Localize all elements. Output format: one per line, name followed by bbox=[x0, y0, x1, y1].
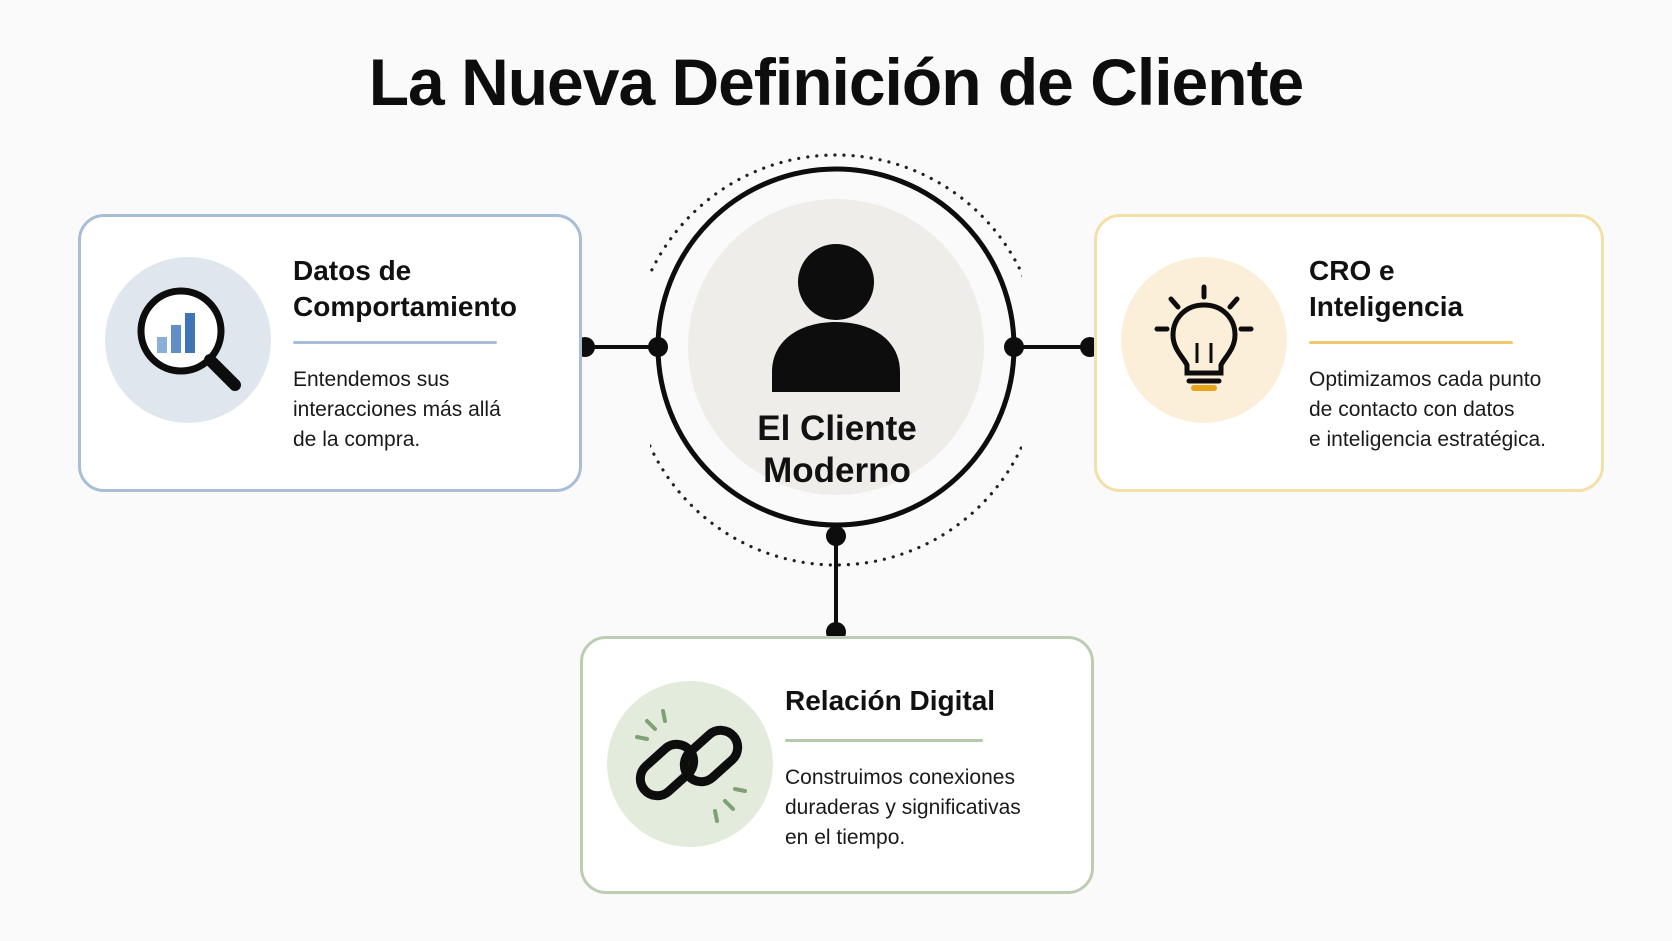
card-desc-line1: Construimos conexiones bbox=[785, 766, 1015, 789]
card-desc-line3: e inteligencia estratégica. bbox=[1309, 428, 1546, 451]
connector-right-dot-inner bbox=[1004, 337, 1024, 357]
card-title-line1: CRO e bbox=[1309, 255, 1395, 286]
connector-left-dot-inner bbox=[648, 337, 668, 357]
card-desc-line3: de la compra. bbox=[293, 428, 421, 451]
card-title-line2: Inteligencia bbox=[1309, 291, 1464, 322]
card-desc-line1: Entendemos sus bbox=[293, 368, 450, 391]
magnifier-chart-icon bbox=[137, 287, 241, 391]
center-label: El Cliente Moderno bbox=[702, 408, 972, 492]
connector-bottom-dot-inner bbox=[826, 526, 846, 546]
card-desc-line2: duraderas y significativas bbox=[785, 796, 1021, 819]
card-divider bbox=[293, 341, 497, 344]
card-divider bbox=[1309, 341, 1513, 344]
page-title: La Nueva Definición de Cliente bbox=[368, 45, 1305, 119]
icon-badge-digital bbox=[607, 681, 773, 847]
card-desc-digital: Construimos conexiones duraderas y signi… bbox=[785, 763, 1075, 853]
link-icon bbox=[635, 709, 747, 823]
card-cro-intelligence: CRO e Inteligencia Optimizamos cada punt… bbox=[1094, 214, 1604, 492]
card-behavior-data: Datos de Comportamiento Entendemos sus i… bbox=[78, 214, 582, 492]
card-divider bbox=[785, 739, 983, 742]
center-label-line1: El Cliente bbox=[757, 409, 917, 448]
card-desc-line2: interacciones más allá bbox=[293, 398, 501, 421]
center-label-line2: Moderno bbox=[763, 451, 911, 490]
icon-badge-behavior bbox=[105, 257, 271, 423]
card-title-behavior: Datos de Comportamiento bbox=[293, 253, 553, 325]
card-desc-line2: de contacto con datos bbox=[1309, 398, 1515, 421]
icon-badge-cro bbox=[1121, 257, 1287, 423]
card-title-line1: Datos de bbox=[293, 255, 412, 286]
card-title-cro: CRO e Inteligencia bbox=[1309, 253, 1569, 325]
card-desc-cro: Optimizamos cada punto de contacto con d… bbox=[1309, 365, 1589, 455]
card-title-digital: Relación Digital bbox=[785, 685, 996, 716]
card-desc-line1: Optimizamos cada punto bbox=[1309, 368, 1542, 391]
card-digital-relationship: Relación Digital Construimos conexiones … bbox=[580, 636, 1094, 894]
card-title-line2: Comportamiento bbox=[293, 291, 517, 322]
lightbulb-icon bbox=[1154, 284, 1254, 391]
card-desc-behavior: Entendemos sus interacciones más allá de… bbox=[293, 365, 573, 455]
user-icon bbox=[772, 244, 900, 392]
card-desc-line3: en el tiempo. bbox=[785, 826, 906, 849]
